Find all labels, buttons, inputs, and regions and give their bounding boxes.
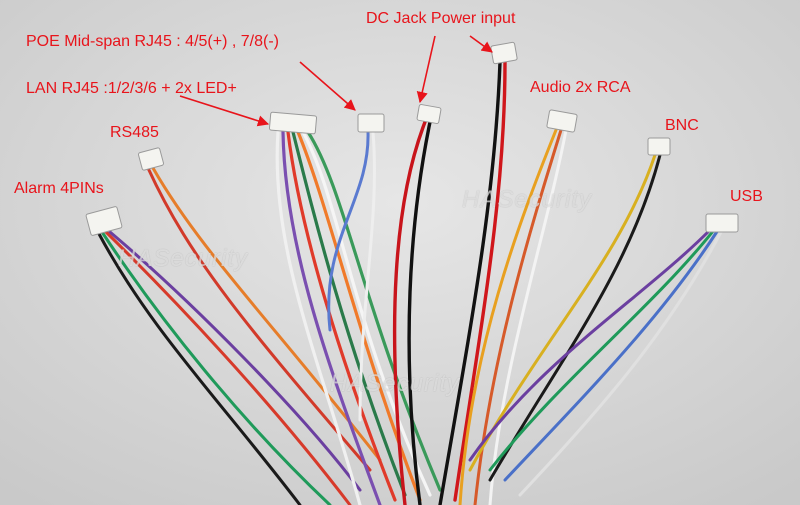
bnc-connector xyxy=(647,137,671,156)
audio-connector xyxy=(546,109,578,133)
rs485-wires xyxy=(146,166,382,472)
watermark: HASecurity xyxy=(330,370,461,397)
dc-connector-small xyxy=(416,104,442,124)
rs485-connector xyxy=(137,147,165,171)
connectors xyxy=(85,41,739,236)
usb-wires xyxy=(468,228,724,497)
watermark: HASecurity xyxy=(118,245,249,272)
dc-connector xyxy=(490,41,518,65)
poe-label: POE Mid-span RJ45 : 4/5(+) , 7/8(-) xyxy=(26,33,279,50)
lan-connector xyxy=(268,111,318,135)
alarm-label: Alarm 4PINs xyxy=(14,180,104,197)
dc-jack-label: DC Jack Power input xyxy=(366,10,516,27)
bnc-label: BNC xyxy=(665,117,699,134)
poe-connector xyxy=(357,113,385,133)
dc-wires xyxy=(392,60,507,505)
usb-label: USB xyxy=(730,188,763,205)
watermark: HASecurity xyxy=(462,186,593,213)
bnc-wires xyxy=(468,153,662,482)
lan-label: LAN RJ45 :1/2/3/6 + 2x LED+ xyxy=(26,80,237,97)
alarm-connector xyxy=(85,206,123,236)
usb-connector xyxy=(705,213,739,233)
alarm-wires xyxy=(96,230,362,505)
audio-label: Audio 2x RCA xyxy=(530,79,631,96)
pointer-arrows xyxy=(179,35,493,127)
lan-wires xyxy=(275,130,442,505)
rs485-label: RS485 xyxy=(110,124,159,141)
poe-wires xyxy=(327,130,376,422)
